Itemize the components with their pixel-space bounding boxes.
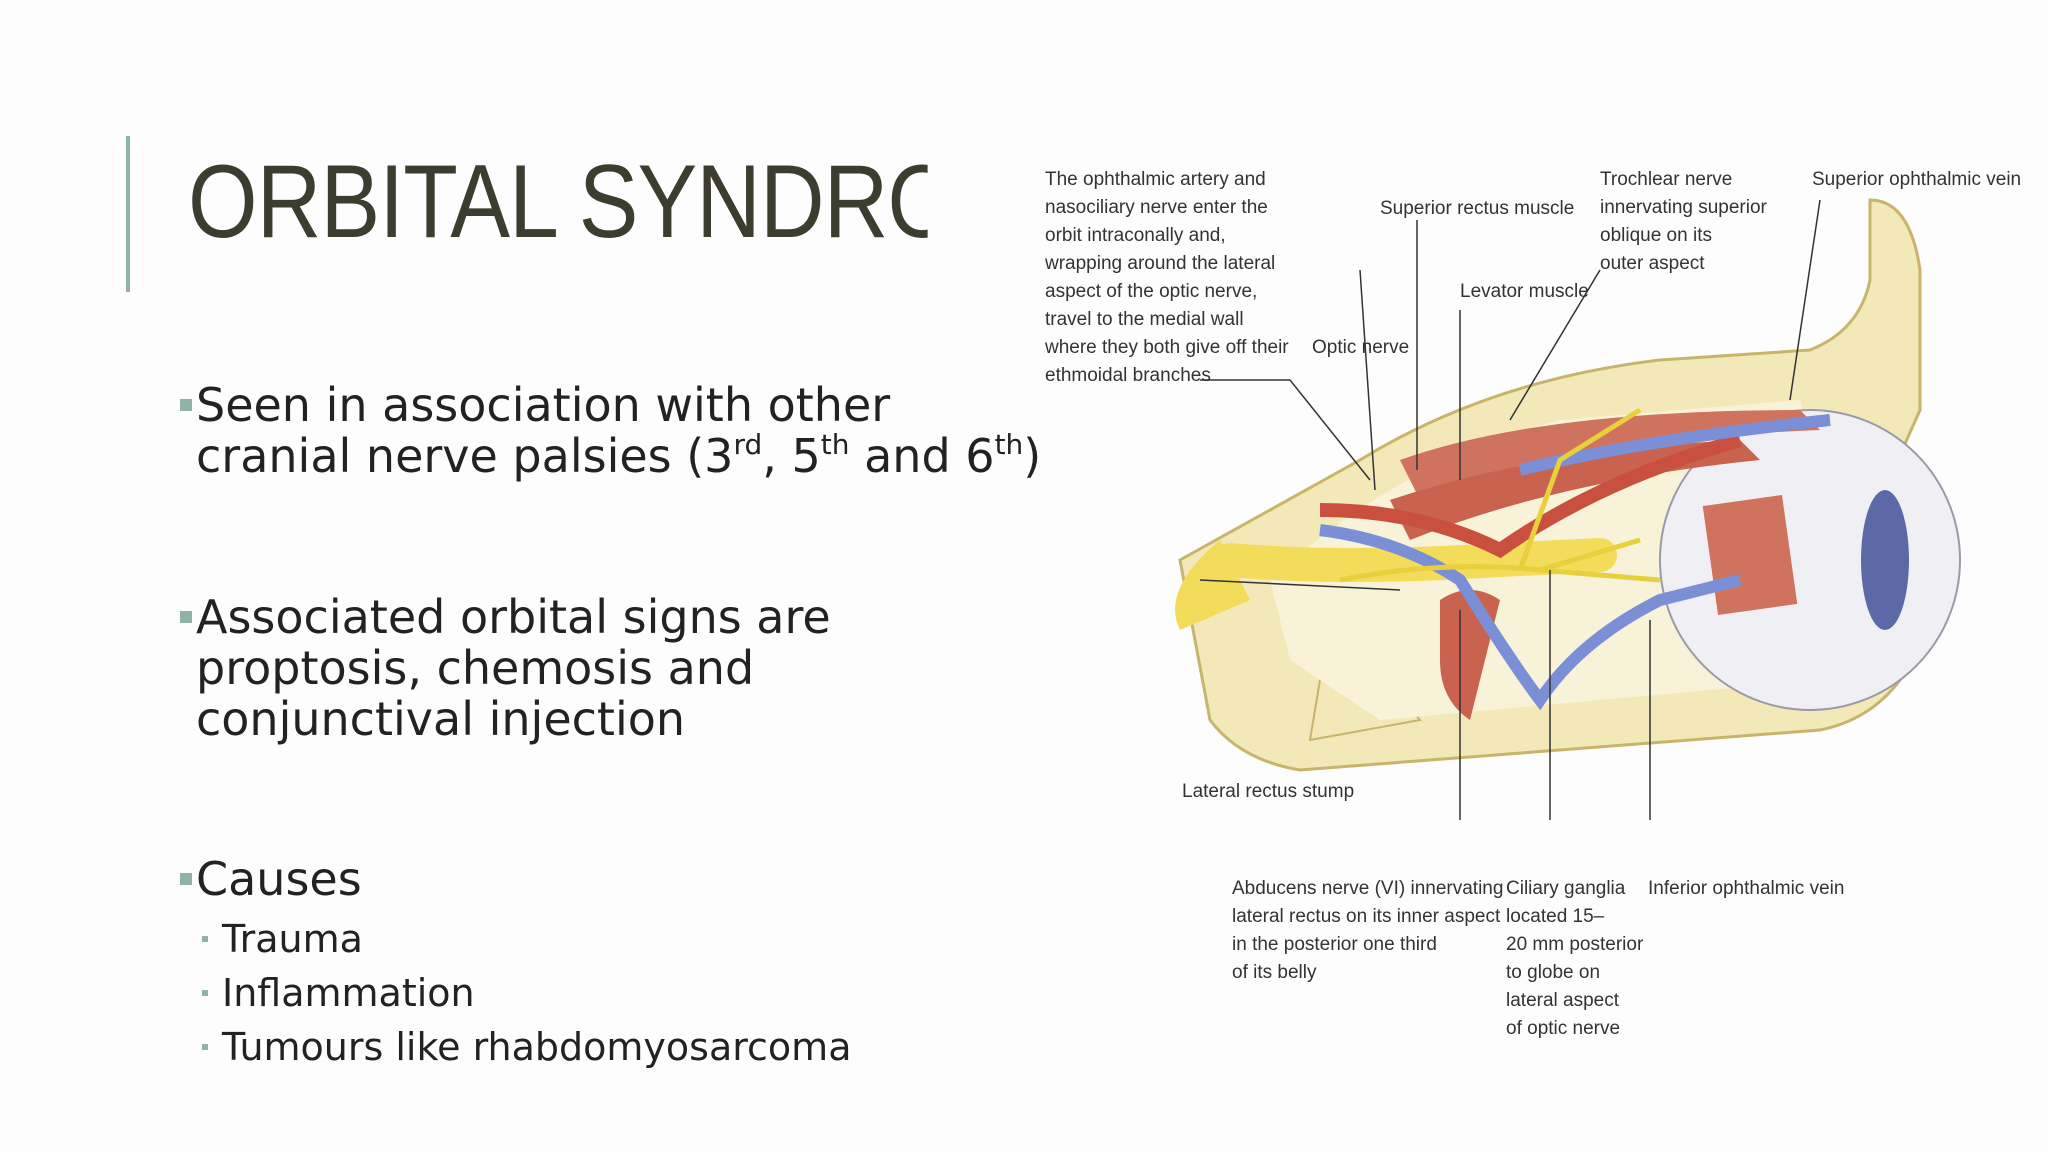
slide-title: ORBITAL SYNDROM: [188, 150, 928, 254]
bullet-text: Causes: [196, 852, 362, 906]
sub-bullet-marker-icon: [202, 1044, 208, 1050]
bullet-text-line2: cranial nerve palsies (3rd, 5th and 6th): [180, 431, 1041, 482]
iris: [1861, 490, 1909, 630]
bullet-text: Associated orbital signs are: [196, 590, 831, 644]
superscript: th: [994, 428, 1024, 461]
bullet-item: Associated orbital signs are proptosis, …: [180, 592, 831, 745]
lateral-rectus-insertion: [1702, 494, 1798, 616]
leader-line: [1200, 379, 1371, 481]
label-optic-nerve: Optic nerve: [1312, 337, 1409, 358]
bullet-marker-icon: [180, 611, 192, 623]
label-ciliary: Ciliary ganglia located 15– 20 mm poster…: [1506, 878, 1649, 1039]
label-artery: The ophthalmic artery and nasociliary ne…: [1044, 169, 1294, 386]
sub-bullet-text: Inflammation: [222, 971, 475, 1015]
leader-line: [1359, 269, 1376, 491]
bullet-item: Causes: [180, 854, 362, 905]
bullet-text: Seen in association with other: [196, 378, 891, 432]
text-segment: , 5: [762, 429, 821, 483]
superscript: th: [820, 428, 850, 461]
sub-bullet-marker-icon: [202, 990, 208, 996]
text-segment: cranial nerve palsies (3: [196, 429, 734, 483]
sub-bullet-text: Trauma: [222, 917, 363, 961]
text-segment: ): [1023, 429, 1042, 483]
sub-bullet-text: Tumours like rhabdomyosarcoma: [222, 1025, 852, 1069]
leader-line: [1509, 269, 1601, 421]
orbit-anatomy-diagram: The ophthalmic artery and nasociliary ne…: [1044, 169, 2020, 1039]
label-lateral-rectus: Lateral rectus stump: [1182, 781, 1354, 802]
label-trochlear: Trochlear nerve innervating superior obl…: [1600, 169, 1772, 274]
label-superior-rectus: Superior rectus muscle: [1380, 198, 1574, 219]
title-accent-bar: [126, 136, 130, 292]
chiasm: [1175, 540, 1250, 630]
sub-bullet-item: Trauma: [202, 918, 363, 960]
text-segment: and 6: [849, 429, 995, 483]
sub-bullet-marker-icon: [202, 936, 208, 942]
superscript: rd: [733, 428, 763, 461]
label-superior-vein: Superior ophthalmic vein: [1812, 169, 2020, 190]
bullet-marker-icon: [180, 873, 192, 885]
bullet-item: Seen in association with other cranial n…: [180, 380, 1041, 482]
superior-ophthalmic-vein: [1518, 414, 1831, 476]
ophthalmic-artery: [1319, 433, 1742, 559]
leader-line: [1199, 579, 1401, 591]
bullet-text-line2: proptosis, chemosis and: [196, 641, 755, 695]
label-levator: Levator muscle: [1460, 281, 1589, 302]
bullet-marker-icon: [180, 399, 192, 411]
sub-bullet-item: Inflammation: [202, 972, 475, 1014]
sub-bullet-item: Tumours like rhabdomyosarcoma: [202, 1026, 852, 1068]
label-inferior-vein: Inferior ophthalmic vein: [1648, 878, 1844, 899]
leader-line: [1789, 199, 1821, 401]
optic-nerve: [1213, 538, 1617, 582]
inferior-ophthalmic-vein: [1319, 524, 1742, 711]
bullet-text-line3: conjunctival injection: [196, 692, 686, 746]
globe: [1659, 409, 1961, 711]
label-abducens: Abducens nerve (VI) innervating lateral …: [1232, 878, 1509, 983]
nerve-branches: [1339, 407, 1661, 583]
